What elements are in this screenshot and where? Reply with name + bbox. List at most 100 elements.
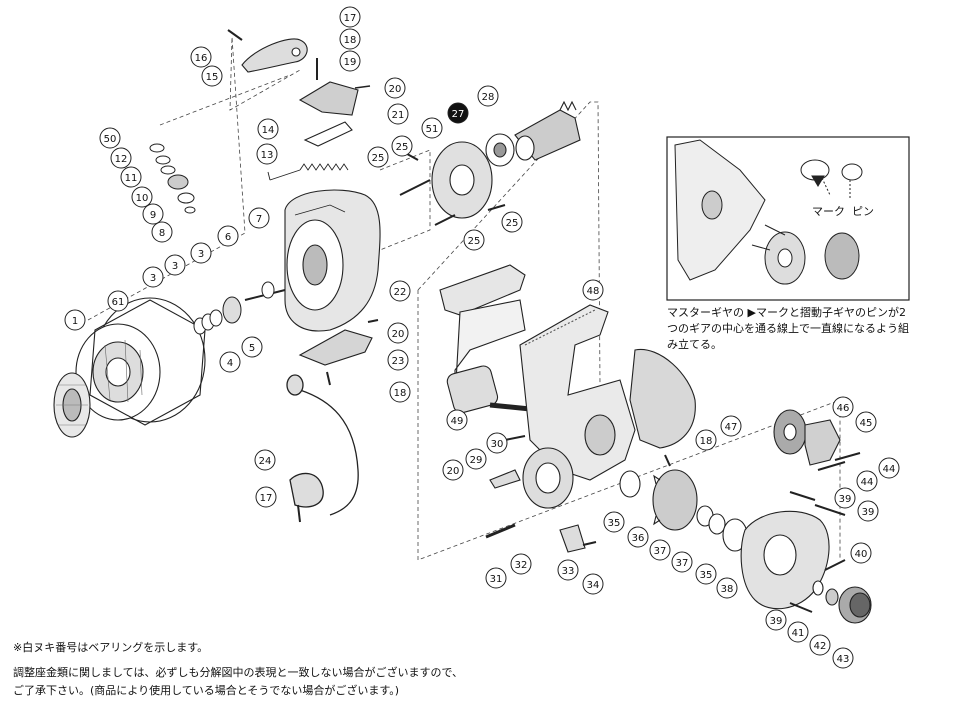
callout-number: 11 xyxy=(125,173,138,184)
callout-number: 19 xyxy=(344,57,357,68)
callout-number: 17 xyxy=(260,493,273,504)
callout-number: 25 xyxy=(372,153,385,164)
side-cover-38 xyxy=(740,510,830,610)
callout-circle xyxy=(787,621,809,643)
callout-circle xyxy=(421,117,443,139)
callout-circle xyxy=(391,135,413,157)
callout-circle xyxy=(164,254,186,276)
callout-number: 25 xyxy=(506,218,519,229)
line-roller-parts xyxy=(149,143,196,214)
callout-number: 32 xyxy=(515,560,528,571)
callout-circle xyxy=(716,577,738,599)
callout-46: 46 xyxy=(832,396,854,418)
callout-45: 45 xyxy=(855,411,877,433)
callout-number: 33 xyxy=(562,566,575,577)
callout-number: 30 xyxy=(491,439,504,450)
callout-number: 18 xyxy=(344,35,357,46)
callout-10: 10 xyxy=(131,186,153,208)
callout-number: 38 xyxy=(721,584,734,595)
callout-circle xyxy=(254,449,276,471)
callout-circle xyxy=(142,203,164,225)
oscillating-gear-46 xyxy=(773,409,861,516)
callout-number: 18 xyxy=(394,388,407,399)
callout-circle xyxy=(582,279,604,301)
callout-16: 16 xyxy=(190,46,212,68)
callout-44: 44 xyxy=(856,470,878,492)
callout-circle xyxy=(99,127,121,149)
callout-8: 8 xyxy=(151,221,173,243)
spring-14 xyxy=(267,163,349,181)
callout-number: 39 xyxy=(770,616,783,627)
callout-number: 20 xyxy=(389,84,402,95)
callout-number: 25 xyxy=(396,142,409,153)
callout-39: 39 xyxy=(857,500,879,522)
callout-circle xyxy=(248,207,270,229)
callout-25: 25 xyxy=(501,211,523,233)
callout-33: 33 xyxy=(557,559,579,581)
callout-circle xyxy=(603,511,625,533)
callout-circle xyxy=(387,322,409,344)
body-48 xyxy=(519,304,636,509)
callout-3: 3 xyxy=(142,266,164,288)
callout-number: 28 xyxy=(482,92,495,103)
callout-circle xyxy=(671,551,693,573)
callout-3: 3 xyxy=(190,242,212,264)
callout-28: 28 xyxy=(477,85,499,107)
callout-number: 3 xyxy=(172,261,178,272)
callout-24: 24 xyxy=(254,449,276,471)
callout-27: 27 xyxy=(447,102,469,124)
callout-circle xyxy=(765,609,787,631)
callout-number: 44 xyxy=(861,477,874,488)
rotor-22 xyxy=(284,189,381,332)
callout-7: 7 xyxy=(248,207,270,229)
callout-circle xyxy=(501,211,523,233)
callout-number: 24 xyxy=(259,456,272,467)
callout-44: 44 xyxy=(878,457,900,479)
callout-20: 20 xyxy=(384,77,406,99)
callout-circle xyxy=(255,486,277,508)
handle-knob-43 xyxy=(789,559,872,624)
callout-number: 45 xyxy=(860,418,873,429)
callout-circle xyxy=(442,459,464,481)
callout-number: 23 xyxy=(392,356,405,367)
callout-34: 34 xyxy=(582,573,604,595)
callout-number: 17 xyxy=(344,13,357,24)
callout-3: 3 xyxy=(164,254,186,276)
misc-small-parts xyxy=(297,319,671,553)
callout-circle xyxy=(832,647,854,669)
callout-circle xyxy=(557,559,579,581)
drive-gear-group xyxy=(619,469,748,552)
callout-circle xyxy=(477,85,499,107)
callout-number: 48 xyxy=(587,286,600,297)
callout-6: 6 xyxy=(217,225,239,247)
callout-circle xyxy=(219,351,241,373)
callout-11: 11 xyxy=(120,166,142,188)
callout-number: 1 xyxy=(72,316,78,327)
callout-circle xyxy=(339,50,361,72)
spool-61 xyxy=(75,297,206,426)
callout-circle xyxy=(695,563,717,585)
callout-number: 27 xyxy=(452,109,465,120)
callout-circle xyxy=(387,349,409,371)
callout-circle xyxy=(720,415,742,437)
callout-number: 36 xyxy=(632,533,645,544)
dashed-assembly-boxes xyxy=(87,36,841,561)
callout-circle xyxy=(257,118,279,140)
callout-15: 15 xyxy=(201,65,223,87)
callout-number: 16 xyxy=(195,53,208,64)
callout-35: 35 xyxy=(695,563,717,585)
callout-20: 20 xyxy=(387,322,409,344)
callout-number: 10 xyxy=(136,193,149,204)
callout-41: 41 xyxy=(787,621,809,643)
callout-23: 23 xyxy=(387,349,409,371)
callout-number: 37 xyxy=(676,558,689,569)
bail-arm-15 xyxy=(227,29,308,73)
callout-number: 47 xyxy=(725,422,738,433)
callout-37: 37 xyxy=(671,551,693,573)
callout-number: 46 xyxy=(837,403,850,414)
callout-14: 14 xyxy=(257,118,279,140)
callout-number: 31 xyxy=(490,574,503,585)
callout-36: 36 xyxy=(627,526,649,548)
callout-number: 5 xyxy=(249,343,255,354)
